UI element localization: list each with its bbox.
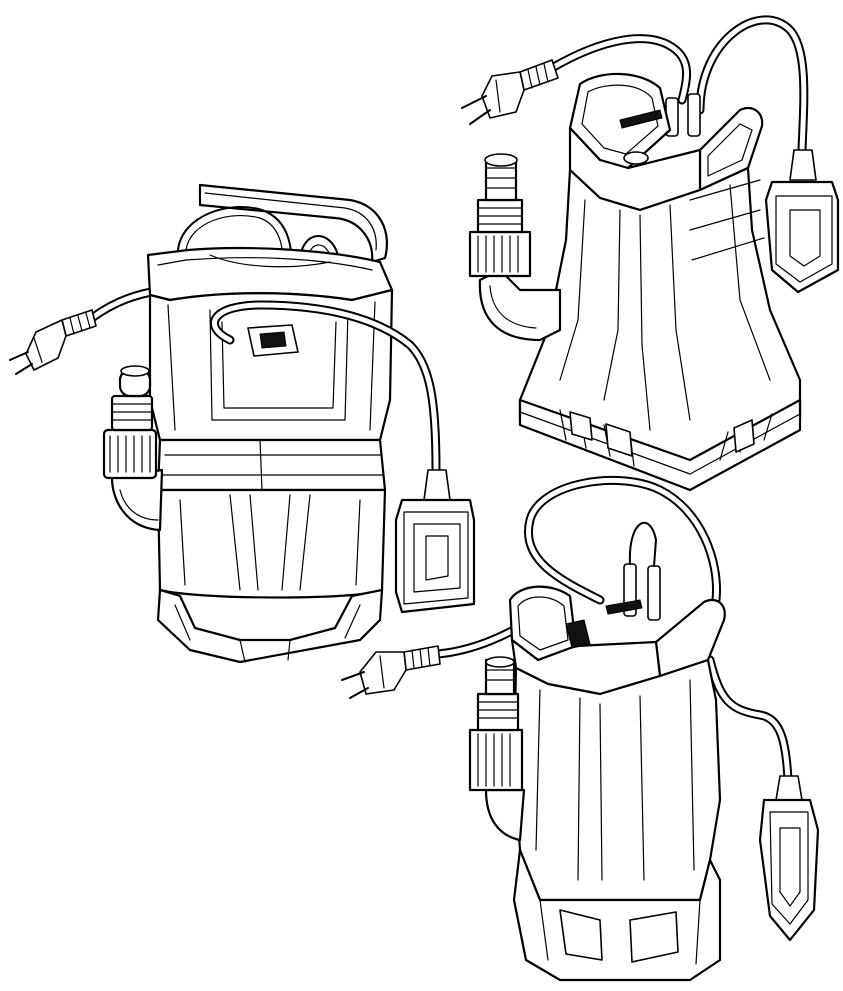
power-plug-icon	[9, 309, 97, 375]
pump-left	[9, 183, 476, 664]
outlet-connector	[468, 153, 562, 342]
power-plug-icon	[341, 645, 441, 699]
float-cable	[524, 475, 793, 785]
float-switch-icon	[394, 469, 476, 614]
float-cable	[695, 15, 809, 155]
power-plug-icon	[461, 59, 559, 125]
pump-bottom-right	[341, 475, 820, 982]
outlet-connector	[468, 656, 526, 842]
float-switch-icon	[764, 149, 840, 294]
pump-top-right	[461, 15, 840, 492]
float-switch-icon	[758, 775, 820, 942]
float-cable	[209, 300, 441, 475]
outlet-connector	[102, 365, 164, 532]
power-cable	[547, 34, 691, 105]
